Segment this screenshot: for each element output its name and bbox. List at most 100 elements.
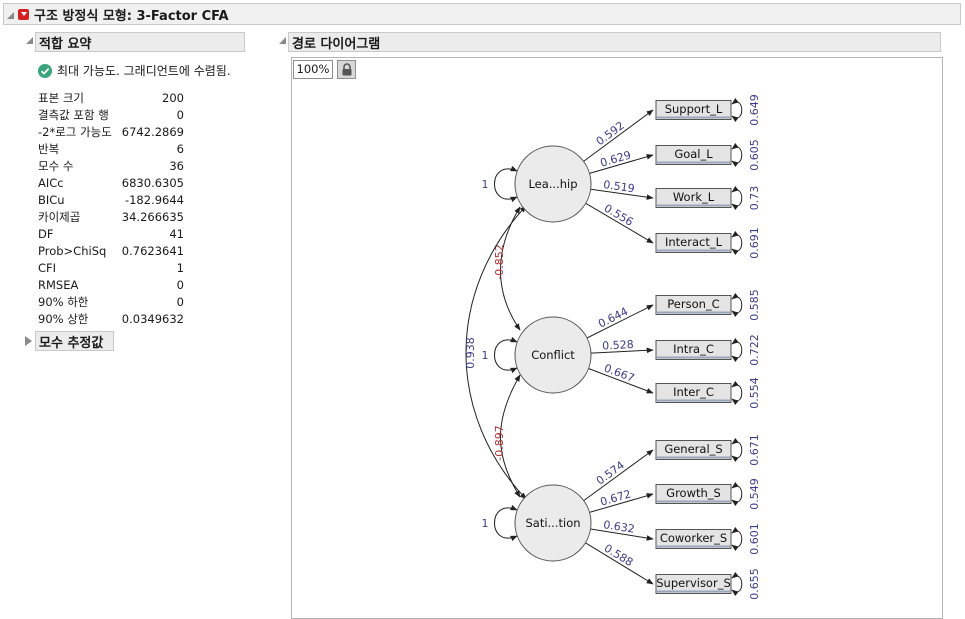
loading-path[interactable] (588, 368, 654, 394)
fit-summary-header[interactable]: 적합 요약 (35, 32, 245, 52)
indicator-node[interactable] (655, 340, 732, 360)
indicator-label: Growth_S (666, 486, 721, 500)
residual-variance-loop[interactable] (731, 97, 743, 123)
loading-label: 0.672 (599, 487, 633, 508)
residual-variance-label: 0.722 (748, 334, 761, 366)
indicator-node[interactable] (655, 440, 732, 460)
loading-path[interactable] (590, 188, 654, 200)
residual-variance-label: 0.73 (748, 186, 761, 211)
indicator-node[interactable] (655, 100, 732, 120)
fit-row-value: 0.0349632 (121, 312, 184, 326)
latent-variance-loop[interactable] (494, 504, 518, 542)
covariance-arc[interactable] (465, 205, 527, 500)
fit-row-label: AICc (38, 176, 64, 190)
path-diagram-canvas[interactable] (291, 57, 943, 619)
loading-path[interactable] (589, 154, 654, 174)
loading-path[interactable] (589, 493, 654, 513)
indicator-node[interactable] (655, 145, 732, 165)
latent-variance-label: 1 (482, 517, 489, 530)
platform-title: 구조 방정식 모형: 3-Factor CFA (34, 8, 229, 24)
loading-label: 0.667 (602, 362, 636, 385)
fit-row-value: 0 (176, 278, 184, 292)
fit-row-value: 1 (176, 261, 184, 275)
fit-row-value: 34.266635 (121, 210, 184, 224)
outline-collapse-icon[interactable] (7, 11, 14, 19)
residual-variance-loop[interactable] (731, 437, 743, 463)
indicator-node[interactable] (655, 529, 732, 549)
loading-path[interactable] (586, 304, 654, 339)
latent-variable-label: Conflict (531, 348, 575, 362)
indicator-node[interactable] (655, 233, 732, 253)
loading-path[interactable] (590, 528, 654, 541)
indicator-node[interactable] (655, 295, 732, 315)
loading-path[interactable] (583, 109, 654, 162)
path-diagram-collapse-icon[interactable] (279, 37, 286, 44)
loading-path[interactable] (585, 202, 654, 244)
residual-variance-loop[interactable] (731, 571, 743, 597)
fit-row-value: 6830.6305 (121, 176, 184, 190)
latent-variable-label: Lea...hip (528, 177, 577, 191)
loading-path[interactable] (583, 449, 654, 501)
loading-label: 0.528 (602, 338, 634, 353)
indicator-label: Support_L (665, 102, 723, 116)
residual-variance-label: 0.549 (748, 478, 761, 510)
fit-row-label: -2*로그 가능도 (38, 125, 112, 139)
param-estimates-expand-icon[interactable] (25, 336, 32, 346)
latent-variable-node[interactable] (514, 145, 592, 223)
latent-variance-loop[interactable] (494, 336, 518, 374)
lock-button[interactable] (337, 60, 356, 79)
covariance-label: -0.852 (493, 244, 506, 279)
fit-row-label: 카이제곱 (38, 210, 81, 224)
indicator-label: Coworker_S (660, 531, 727, 545)
fit-row: 카이제곱 34.266635 (38, 209, 188, 226)
fit-summary-collapse-icon[interactable] (26, 37, 33, 44)
residual-variance-label: 0.671 (748, 434, 761, 466)
param-estimates-header[interactable]: 모수 추정값 (35, 331, 115, 351)
residual-variance-loop[interactable] (731, 380, 743, 406)
latent-variable-node[interactable] (514, 316, 592, 394)
loading-label: 0.629 (599, 148, 633, 169)
path-diagram-header[interactable]: 경로 다이어그램 (288, 32, 941, 52)
residual-variance-label: 0.605 (748, 139, 761, 171)
residual-variance-loop[interactable] (731, 481, 743, 507)
fit-row-value: -182.9644 (124, 193, 184, 207)
residual-variance-loop[interactable] (731, 185, 743, 211)
indicator-label: Intra_C (673, 342, 714, 356)
residual-variance-loop[interactable] (731, 526, 743, 552)
lock-icon (342, 63, 351, 76)
indicator-label: Goal_L (674, 147, 713, 161)
latent-variance-loop[interactable] (494, 165, 518, 203)
residual-variance-loop[interactable] (731, 292, 743, 318)
indicator-node[interactable] (655, 188, 732, 208)
fit-row-value: 41 (169, 227, 184, 241)
residual-variance-label: 0.649 (748, 94, 761, 126)
residual-variance-loop[interactable] (731, 230, 743, 256)
loading-path[interactable] (585, 542, 654, 585)
zoom-level-field[interactable]: 100% (293, 60, 333, 79)
latent-variable-node[interactable] (514, 484, 592, 562)
residual-variance-loop[interactable] (731, 142, 743, 168)
indicator-node[interactable] (655, 574, 732, 594)
indicator-node[interactable] (655, 383, 732, 403)
fit-row-value: 0 (176, 108, 184, 122)
residual-variance-label: 0.655 (748, 568, 761, 600)
residual-variance-loop[interactable] (731, 337, 743, 363)
fit-row-value: 6 (176, 142, 184, 156)
fit-row-value: 0 (176, 295, 184, 309)
indicator-node[interactable] (655, 484, 732, 504)
loading-label: 0.556 (602, 202, 636, 229)
red-triangle-menu-icon[interactable] (18, 8, 29, 20)
indicator-label: Work_L (673, 190, 715, 204)
convergence-status: 최대 가능도. 그래디언트에 수렴됨. (38, 62, 231, 79)
loading-label: 0.588 (602, 542, 636, 570)
latent-variance-label: 1 (482, 178, 489, 191)
fit-row-label: 90% 하한 (38, 295, 89, 309)
loading-path[interactable] (590, 347, 654, 354)
loading-label: 0.632 (602, 518, 635, 536)
fit-row-value: 0.7623641 (121, 244, 184, 258)
